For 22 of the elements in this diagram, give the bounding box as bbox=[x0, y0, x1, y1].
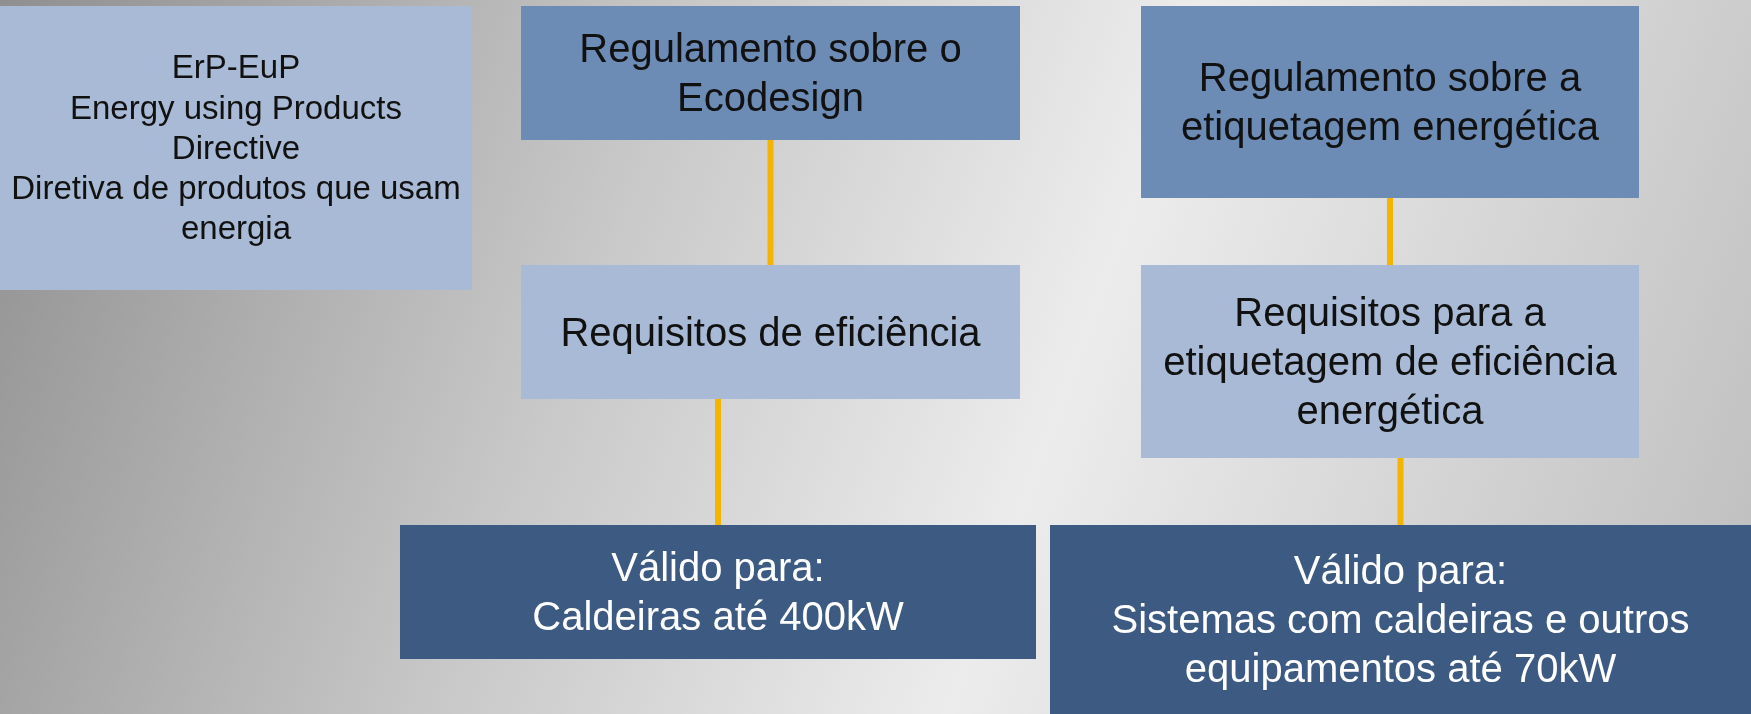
box-text: Válido para: bbox=[1293, 547, 1508, 595]
box-text: Regulamento sobre a etiquetagem energética bbox=[1179, 54, 1601, 150]
text-box bbox=[1141, 265, 1639, 458]
box-text: Diretiva de produtos que usam energia bbox=[10, 168, 462, 249]
text-box bbox=[521, 265, 1020, 399]
box-text: Válido para: bbox=[611, 544, 825, 592]
connector-line bbox=[767, 140, 774, 265]
connector-line bbox=[1387, 198, 1393, 265]
text-box bbox=[400, 525, 1036, 659]
box-text: Requisitos para a etiquetagem de eficiência energética bbox=[1162, 289, 1618, 434]
text-box bbox=[0, 6, 472, 290]
connector-line bbox=[715, 399, 721, 525]
box-text: Caldeiras até 400kW bbox=[532, 593, 904, 640]
text-box bbox=[521, 6, 1020, 140]
connector-line bbox=[1397, 458, 1404, 525]
text-box bbox=[1141, 6, 1639, 198]
box-text: Regulamento sobre o Ecodesign bbox=[578, 25, 963, 121]
box-text: ErP-EuP bbox=[171, 47, 301, 88]
box-text: Energy using Products Directive bbox=[69, 87, 403, 168]
box-text: Requisitos de eficiência bbox=[560, 308, 981, 356]
box-text: Sistemas com caldeiras e outros equipamentos até 70kW bbox=[1110, 596, 1691, 692]
text-box bbox=[1050, 525, 1751, 714]
